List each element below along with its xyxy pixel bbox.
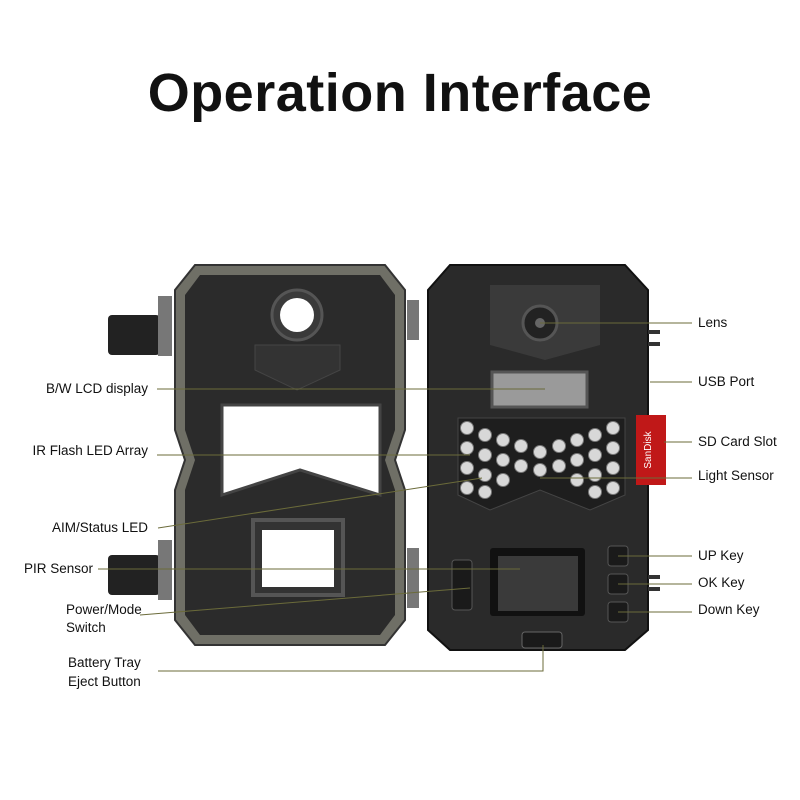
ir-led [533, 445, 547, 459]
label-up-key: UP Key [698, 548, 744, 563]
label-ir-flash: IR Flash LED Array [32, 443, 148, 458]
ir-led [606, 441, 620, 455]
ir-led [514, 459, 528, 473]
ir-led [588, 485, 602, 499]
ir-led [478, 485, 492, 499]
ir-led [460, 441, 474, 455]
camera-body: SanDisk [427, 264, 666, 651]
ir-led [496, 473, 510, 487]
battery-eject-button [521, 631, 563, 649]
ir-led [570, 473, 584, 487]
label-lcd-display: B/W LCD display [45, 381, 148, 396]
label-battery-2: Eject Button [68, 674, 141, 689]
label-lens: Lens [698, 315, 728, 330]
label-ok-key: OK Key [698, 575, 745, 590]
ir-led [460, 481, 474, 495]
label-power-switch-2: Switch [66, 620, 106, 635]
sd-card [636, 415, 666, 485]
label-power-switch-1: Power/Mode [66, 602, 142, 617]
ir-led [588, 428, 602, 442]
ir-led-array [460, 421, 620, 499]
sd-card-brand: SanDisk [643, 430, 654, 468]
label-light-sensor: Light Sensor [698, 468, 774, 483]
ir-led [588, 468, 602, 482]
ir-led [478, 428, 492, 442]
ir-led [570, 433, 584, 447]
ir-led [570, 453, 584, 467]
callout-lines [98, 322, 692, 672]
ir-led [478, 468, 492, 482]
ir-led [478, 448, 492, 462]
ir-led [552, 439, 566, 453]
ir-led [514, 439, 528, 453]
label-down-key: Down Key [698, 602, 760, 617]
ir-led [606, 481, 620, 495]
label-battery-1: Battery Tray [68, 655, 141, 670]
label-pir-sensor: PIR Sensor [23, 561, 93, 576]
ir-led [606, 421, 620, 435]
ir-led [606, 461, 620, 475]
ir-led [460, 421, 474, 435]
power-mode-switch [451, 559, 473, 611]
ir-led [460, 461, 474, 475]
ir-led [496, 433, 510, 447]
ir-led [496, 453, 510, 467]
label-sd-slot: SD Card Slot [698, 434, 777, 449]
label-usb-port: USB Port [698, 374, 755, 389]
page-title: Operation Interface [147, 63, 653, 123]
ir-led [533, 463, 547, 477]
ir-led [588, 448, 602, 462]
label-aim-led: AIM/Status LED [51, 520, 148, 535]
ir-led [552, 459, 566, 473]
